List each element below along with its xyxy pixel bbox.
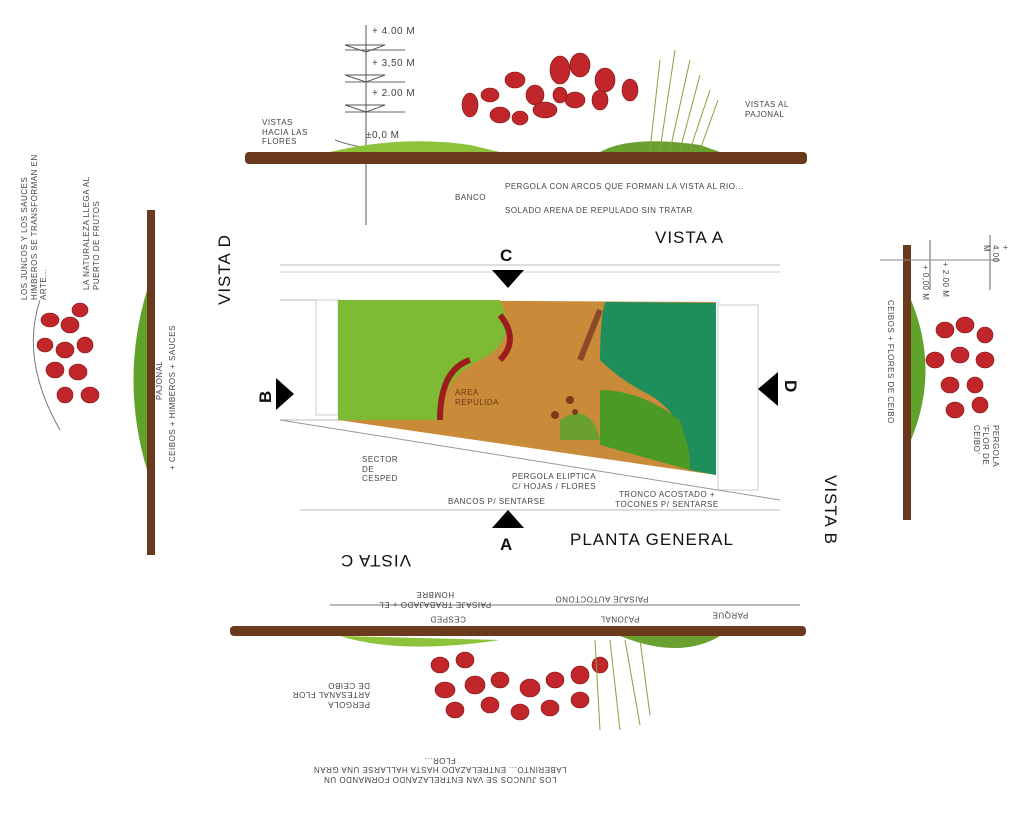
left-elevation [32,210,155,555]
bottom-parque-label: PARQUE [712,610,749,620]
level-3-5m: + 3,50 m [372,58,416,69]
bottom-pajonal-label: PAJONAL [600,614,640,624]
section-arrow-c [492,270,524,288]
level-2m: + 2.00 m [372,88,416,99]
ground-line [245,152,807,164]
left-pajonal-label: PAJONAL [155,360,164,400]
section-marker-b: B [256,390,275,403]
flowers [461,52,639,126]
section-marker-c: C [500,246,513,265]
section-arrow-d [758,372,778,406]
plan-title: PLANTA GENERAL [570,530,734,549]
level-0m: ±0,0 m [366,130,400,141]
vista-c-label: VISTA C [340,551,411,570]
vista-b-label: VISTA B [821,475,840,545]
ground-label: SOLADO ARENA DE REPULADO SIN TRATAR [505,206,693,215]
left-note-1: LOS JUNCOS Y LOS SAUCES HIMBEROS SE TRAN… [20,154,49,300]
right-level-2m: + 2.00 m [941,262,950,298]
pergola-plan-label: PERGOLA ELIPTICA C/ HOJAS / FLORES [512,472,597,491]
vista-d-label: VISTA D [215,234,234,305]
top-elevation [245,25,807,225]
bottom-pergola-label: PERGOLA ARTESANAL FLOR DE CEIBO [292,680,370,709]
views-flowers-label: VISTAS HACIA LAS FLORES [262,118,308,147]
right-elevation [880,235,1000,520]
right-pergola-label: PERGOLA 'FLOR DE CEIBO' [971,425,1000,467]
bottom-trabajado-label: PAISAJE TRABAJADO + EL HOMBRE [378,590,492,610]
bench-label: BANCO [455,193,486,202]
plan [276,264,781,528]
pergola-note: PERGOLA CON ARCOS QUE FORMAN LA VISTA AL… [505,182,744,191]
trunk-label: TRONCO ACOSTADO + TOCONES P/ SENTARSE [615,490,719,509]
bottom-cesped-label: CESPED [430,614,466,624]
section-arrow-a [492,510,524,528]
bottom-note: LOS JUNCOS SE VAN ENTRELAZANDO FORMANDO … [313,755,567,784]
section-marker-d: D [781,380,800,393]
grass [649,49,719,151]
sand-area-label: AREA REPULIDA [455,388,500,407]
left-note-2: LA NATURALEZA LLEGA AL PUERTO DE FRUTOS [82,176,101,290]
bottom-autoctono-label: PAISAJE AUTOCTONO [555,594,649,604]
right-level-4m: + 4.00 m [981,245,1010,263]
right-ceibos-label: CEIBOS + FLORES DE CEIBO [886,300,895,424]
right-level-0m: + 0,00 m [921,265,930,301]
benches-label: BANCOS P/ SENTARSE [448,497,546,506]
bottom-elevation [230,604,806,731]
level-4m: + 4.00 m [372,26,416,37]
views-pajonal-label: VISTAS AL PAJONAL [745,100,789,119]
section-arrow-b [276,378,294,410]
vista-a-label: VISTA A [655,228,725,247]
section-marker-a: A [500,535,513,554]
left-plants-label: + CEIBOS + HIMBEROS + SAUCES [168,325,177,470]
lawn-label: SECTOR DE CESPED [362,455,399,484]
